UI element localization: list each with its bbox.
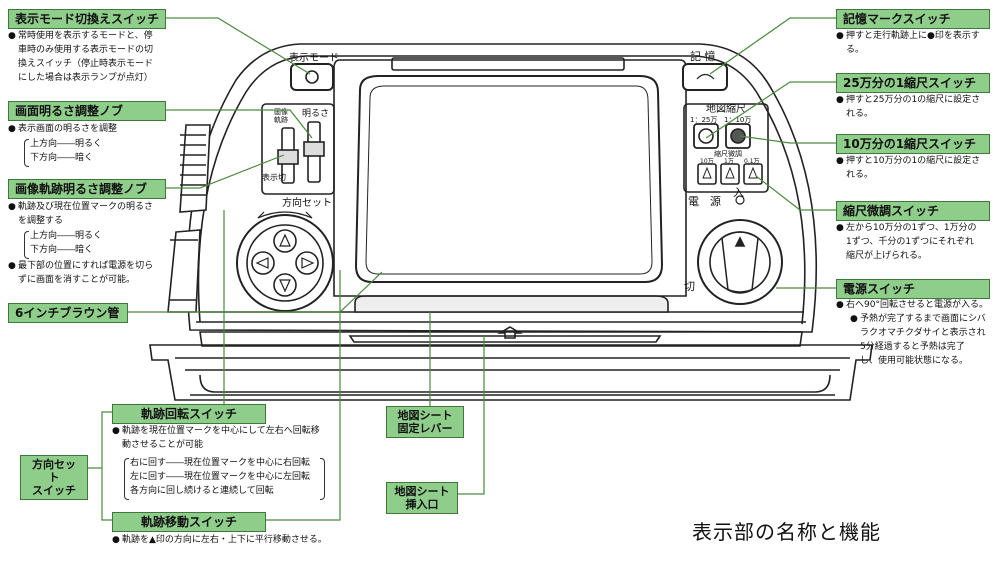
paren-brightness-knob: 上方向――明るく 下方向――暗く	[30, 139, 103, 163]
leader-fine-scale	[755, 175, 836, 211]
move-up-button[interactable]	[273, 229, 297, 253]
leader-display-mode	[166, 17, 311, 75]
move-left-button[interactable]	[251, 251, 275, 275]
desc-memory-mark-switch: ●押すと走行軌跡上に●印を表示す る。	[836, 31, 980, 55]
scale-25-text: 1：25万	[690, 116, 717, 124]
leader-track-brightness	[166, 154, 285, 189]
memory-text: 記 憶	[690, 49, 716, 63]
display-mode-switch[interactable]	[290, 63, 334, 91]
fine-scale-10-switch[interactable]	[697, 163, 717, 185]
label-scale-10: 10万分の1縮尺スイッチ	[836, 134, 990, 154]
map-scale-text: 地図縮尺	[706, 102, 746, 115]
power-on-text: 入	[733, 186, 744, 199]
label-track-brightness-knob: 画像軌跡明るさ調整ノブ	[8, 179, 166, 199]
map-sheet-lever	[354, 295, 669, 313]
label-power-switch: 電源スイッチ	[836, 279, 990, 299]
power-text: 電 源	[688, 194, 721, 208]
display-mode-lamp	[305, 70, 319, 84]
power-off-text: 切	[684, 280, 695, 293]
scale-25-switch[interactable]	[693, 123, 719, 149]
label-map-sheet-slot: 地図シート 挿入口	[386, 482, 458, 514]
fine-scale-01-switch[interactable]	[743, 163, 763, 185]
fine-10-text: 10万	[700, 158, 714, 165]
leader-scale-10	[739, 135, 836, 144]
paren-track-rotate-switch: 右に回す――現在位置マークを中心に右回転 左に回す――現在位置マークを中心に左回…	[130, 458, 311, 496]
screen-off-text: 表示切	[262, 172, 286, 182]
fine-1-text: 1万	[724, 158, 734, 165]
desc-brightness-knob: ●表示画面の明るさを調整	[8, 124, 118, 134]
label-track-move-switch: 軌跡移動スイッチ	[112, 512, 266, 532]
leader-memory	[709, 17, 836, 75]
desc2-track-brightness-knob: ●最下部の位置にすれば電源を切ら ずに画面を消すことが可能。	[8, 261, 154, 285]
memory-mark-switch[interactable]	[682, 63, 728, 91]
desc-track-move-switch: ●軌跡を▲印の方向に左右・上下に平行移動させる。	[112, 535, 327, 545]
label-fine-scale: 縮尺微調スイッチ	[836, 201, 990, 221]
fine-01-text: 0.1万	[744, 158, 760, 165]
direction-set-text: 方向セット	[282, 196, 332, 209]
diagram-caption: 表示部の名称と機能	[692, 520, 881, 544]
fine-scale-1-switch[interactable]	[720, 163, 740, 185]
desc-fine-scale: ●左から10万分の1ずつ、1万分の 1ずつ、千分の1ずつにそれぞれ 縮尺が上げら…	[836, 223, 977, 261]
label-track-rotate-switch: 軌跡回転スイッチ	[112, 404, 266, 424]
desc-display-mode-switch: ●常時使用を表示するモードと、停 車時のみ使用する表示モードの切 換えスイッチ（…	[8, 31, 154, 83]
map-sheet-slot	[348, 335, 662, 343]
fine-scale-text: 縮尺微調	[714, 149, 742, 158]
label-brightness-knob: 画面明るさ調整ノブ	[8, 101, 166, 121]
label-crt: 6インチブラウン管	[8, 303, 128, 323]
desc-power-switch: ●右へ90°回転させると電源が入る。 ●予熱が完了するまで画面にシバ ラクオマチ…	[836, 300, 988, 366]
brightness-text: 明るさ	[302, 108, 329, 119]
label-display-mode-switch: 表示モード切換えスイッチ	[8, 9, 166, 29]
leader-direction-set	[88, 411, 112, 521]
crt-screen	[354, 75, 664, 283]
leader-brightness	[166, 109, 313, 139]
display-mode-text: 表示モード	[289, 51, 339, 64]
desc-track-brightness-knob: ●軌跡及び現在位置マークの明るさ を調整する	[8, 202, 154, 226]
move-right-button[interactable]	[295, 251, 319, 275]
paren-track-brightness-knob: 上方向――明るく 下方向――暗く	[30, 231, 103, 255]
scale-10-text: 1：10万	[724, 116, 751, 124]
desc-scale-10: ●押すと10万分の1の縮尺に設定さ れる。	[836, 156, 981, 180]
label-memory-mark-switch: 記憶マークスイッチ	[836, 9, 990, 29]
image-text: 画像	[274, 107, 288, 116]
leader-track-move	[266, 270, 341, 521]
label-scale-25: 25万分の1縮尺スイッチ	[836, 73, 990, 93]
move-down-button[interactable]	[273, 273, 297, 297]
track-text: 軌跡	[274, 115, 288, 124]
label-map-sheet-lever: 地図シート 固定レバー	[386, 406, 464, 438]
desc-track-rotate-switch: ●軌跡を現在位置マークを中心にして左右へ回転移 動させることが可能	[112, 426, 320, 450]
label-direction-set-switch: 方向セット スイッチ	[20, 455, 88, 500]
leader-map-slot	[458, 336, 485, 495]
desc-scale-25: ●押すと25万分の1の縮尺に設定さ れる。	[836, 95, 981, 119]
leader-scale-25	[705, 81, 836, 139]
